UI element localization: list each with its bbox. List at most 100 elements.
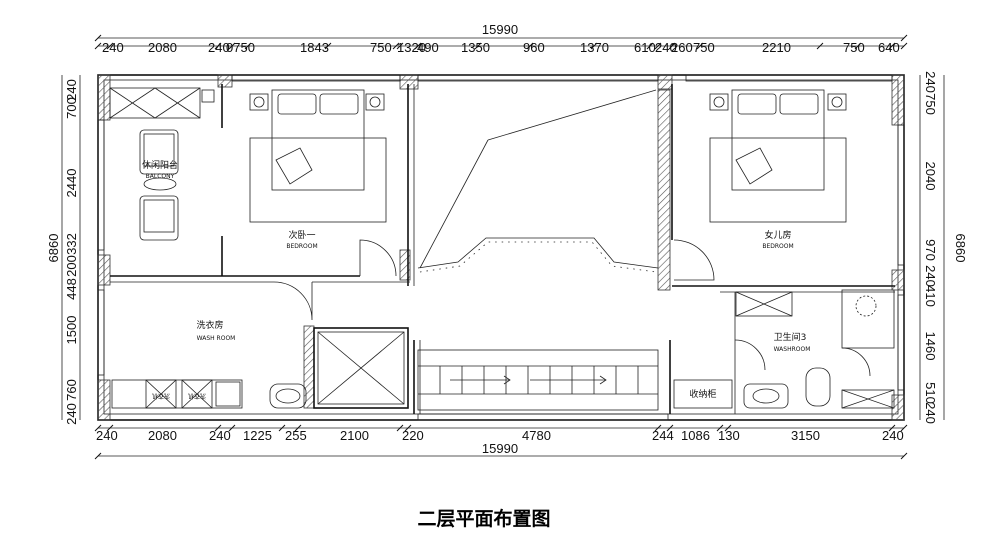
storage-label: 收纳柜 xyxy=(689,388,716,400)
top-dim: 750 xyxy=(370,40,392,55)
bedroom2-label: 次卧一 xyxy=(288,229,315,241)
rug xyxy=(709,137,847,223)
dimension-tick xyxy=(324,42,332,50)
dimension-tick xyxy=(392,42,400,50)
column xyxy=(891,74,905,126)
right-dim: 240 xyxy=(923,265,938,287)
top-dim: 610 xyxy=(634,40,656,55)
bath3-label: 卫生间3 xyxy=(774,331,807,343)
top-dim: 240 xyxy=(655,40,677,55)
left-dim: 332 xyxy=(64,233,79,255)
column xyxy=(97,379,111,421)
staircase xyxy=(417,349,659,411)
top-dim: 1320 xyxy=(397,40,426,55)
top-dim: 750 xyxy=(693,40,715,55)
bottom-dim: 130 xyxy=(718,428,740,443)
bottom-dim: 2080 xyxy=(148,428,177,443)
bed xyxy=(731,89,825,191)
dimension-tick xyxy=(654,424,662,432)
top-dimension-group: 15990 240 2080 240 0750 1843 750 1320 49… xyxy=(94,22,908,55)
dimension-tick xyxy=(294,424,302,432)
bedroom2-sublabel: BEDROOM xyxy=(286,243,317,250)
sink xyxy=(743,383,789,409)
dimension-tick xyxy=(816,42,824,50)
nightstand xyxy=(709,93,729,111)
right-dimension-group: 6860 240 750 2040 970 240 410 1460 510 2… xyxy=(919,71,968,424)
dimension-tick xyxy=(646,42,654,50)
top-dim: 0750 xyxy=(226,40,255,55)
windows xyxy=(97,74,905,421)
nightstand xyxy=(827,93,847,111)
dimension-tick xyxy=(94,34,102,42)
girlroom-sublabel: BEDROOM xyxy=(762,243,793,250)
shower-icon xyxy=(855,295,877,317)
dimension-tick xyxy=(900,452,908,460)
dimension-tick xyxy=(474,42,482,50)
top-dim: 240 xyxy=(208,40,230,55)
wash-room: 洗衣房 WASH ROOM 洗衣机 洗衣机 xyxy=(111,281,313,409)
dimension-tick xyxy=(668,42,676,50)
girl-bedroom: 女儿房 BEDROOM xyxy=(673,89,847,281)
washer1-label: 洗衣机 xyxy=(152,392,170,400)
door-swing xyxy=(734,339,766,371)
dimension-tick xyxy=(94,42,102,50)
balcony-area: 休闲阳台 BALCONY xyxy=(109,87,215,241)
dimension-tick xyxy=(106,424,114,432)
bottom-dim: 240 xyxy=(209,428,231,443)
storage-cabinet: 收纳柜 xyxy=(673,379,733,409)
top-dim: 2080 xyxy=(148,40,177,55)
door-swing xyxy=(673,239,715,281)
right-dim: 410 xyxy=(923,285,938,307)
plan-title: 二层平面布置图 xyxy=(417,507,550,530)
bath3-sublabel: WASHROOM xyxy=(774,346,811,353)
right-dim: 1460 xyxy=(923,332,938,361)
bottom-dim: 4780 xyxy=(522,428,551,443)
dimension-tick xyxy=(396,424,404,432)
left-dim: 1500 xyxy=(64,316,79,345)
dimension-tick xyxy=(654,42,662,50)
armchair xyxy=(139,129,179,175)
door-swing xyxy=(359,239,397,277)
washroom-label: 洗衣房 xyxy=(196,319,223,331)
left-dim: 700 xyxy=(64,97,79,119)
left-dimension-group: 6860 240 700 2440 332 200 448 1500 760 2… xyxy=(46,75,81,425)
dimension-tick xyxy=(900,34,908,42)
washing-machine xyxy=(145,379,177,409)
bottom-dim: 240 xyxy=(882,428,904,443)
top-dim: 1843 xyxy=(300,40,329,55)
bottom-dim: 244 xyxy=(652,428,674,443)
column xyxy=(303,325,315,409)
bottom-dim: 2100 xyxy=(340,428,369,443)
balcony-sublabel: BALCONY xyxy=(146,173,175,180)
bottom-dimension-group: 240 2080 240 1225 255 2100 220 4780 244 … xyxy=(94,424,908,460)
balcony-label: 休闲阳台 xyxy=(142,159,178,171)
elevator-shaft xyxy=(313,327,409,409)
bottom-dim: 240 xyxy=(96,428,118,443)
dimension-tick xyxy=(414,42,422,50)
dimension-tick xyxy=(94,424,102,432)
right-dim: 970 xyxy=(923,239,938,261)
bottom-total-dim: 15990 xyxy=(482,441,518,456)
top-dim: 640 xyxy=(878,40,900,55)
dimension-tick xyxy=(404,424,412,432)
column xyxy=(217,74,233,88)
right-dim: 240 xyxy=(923,71,938,93)
bottom-dim: 1225 xyxy=(243,428,272,443)
dimension-tick xyxy=(526,42,534,50)
washroom-sublabel: WASH ROOM xyxy=(197,335,236,342)
bottom-dim: 1086 xyxy=(681,428,710,443)
cabinet xyxy=(109,87,201,119)
bedroom2: 次卧一 BEDROOM xyxy=(249,89,397,277)
dimension-tick xyxy=(590,42,598,50)
dimension-tick xyxy=(696,42,704,50)
nightstand xyxy=(365,93,385,111)
dimension-tick xyxy=(228,424,236,432)
dimension-tick xyxy=(214,424,222,432)
dimension-tick xyxy=(278,424,286,432)
dimension-tick xyxy=(888,42,896,50)
dimension-tick xyxy=(396,42,404,50)
left-dim: 2440 xyxy=(64,169,79,198)
right-dim: 750 xyxy=(923,93,938,115)
dimension-tick xyxy=(716,424,724,432)
